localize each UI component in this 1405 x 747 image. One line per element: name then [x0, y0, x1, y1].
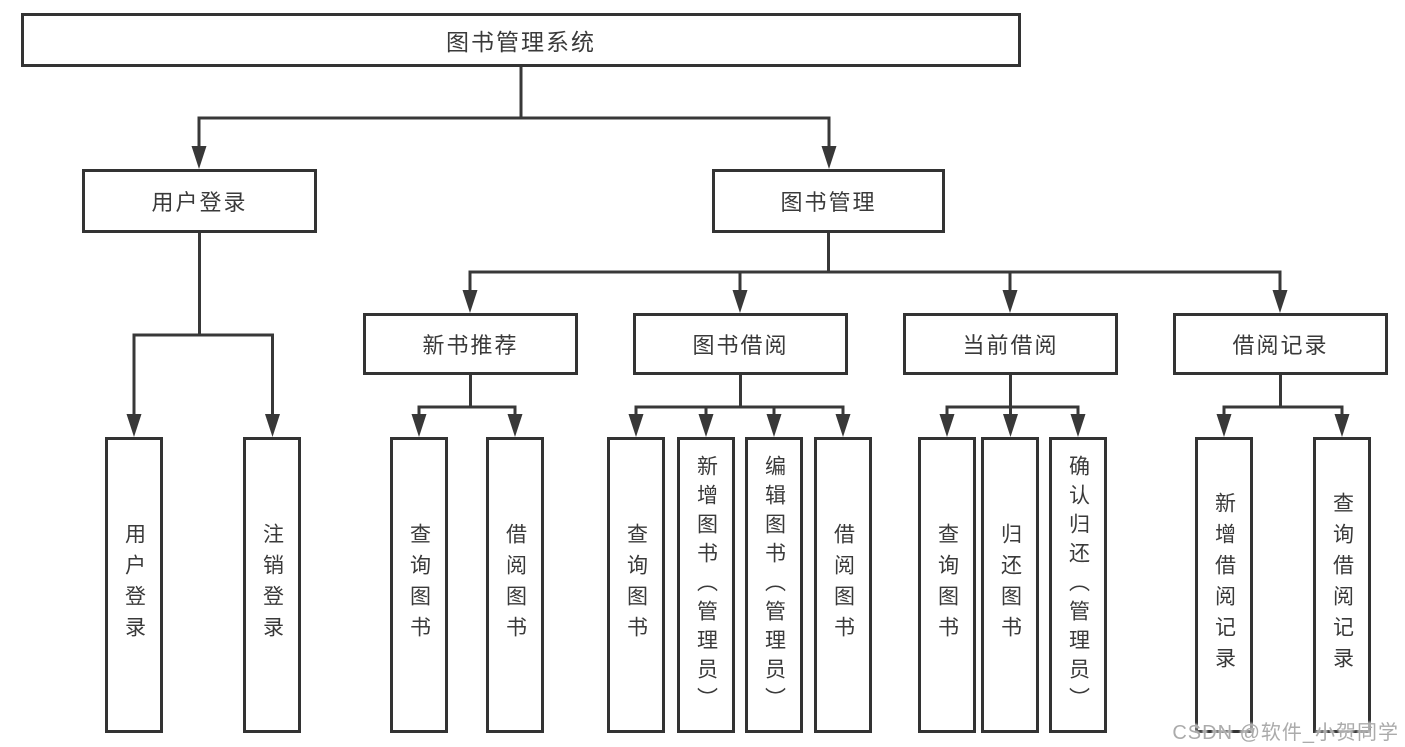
connector-borrow-to-leaves: [634, 375, 845, 417]
node-current-borrowing: 当前借阅: [903, 313, 1118, 375]
leaf-borrow-books: 借阅图书: [814, 437, 872, 733]
arrowheads-current-leaves: [939, 414, 1086, 437]
leaf-query-books-current: 查询图书: [918, 437, 976, 733]
connector-current-to-leaves: [945, 375, 1080, 417]
connector-newbook-to-leaves: [417, 375, 517, 417]
node-borrowing-records: 借阅记录: [1173, 313, 1388, 375]
leaf-add-borrow-record: 新增借阅记录: [1195, 437, 1253, 733]
node-label: 新书推荐: [422, 333, 519, 358]
node-label: 图书管理: [780, 190, 877, 215]
arrowheads-borrow-leaves: [628, 414, 851, 437]
leaf-query-books-recommend: 查询图书: [390, 437, 448, 733]
node-label: 查询借阅记录: [1330, 492, 1354, 678]
leaf-logout: 注销登录: [243, 437, 301, 733]
leaf-user-login: 用户登录: [105, 437, 163, 733]
node-label: 当前借阅: [962, 333, 1059, 358]
connector-userlogin-to-leaves: [132, 233, 274, 417]
node-label: 借阅图书: [503, 523, 527, 647]
node-label: 查询图书: [624, 523, 648, 647]
node-label: 用户登录: [151, 190, 248, 215]
leaf-query-books-borrow: 查询图书: [607, 437, 665, 733]
node-label: 借阅图书: [831, 523, 855, 647]
leaf-edit-book-admin: 编辑图书（管理员）: [745, 437, 803, 733]
arrowheads-level2: [191, 146, 837, 169]
leaf-borrow-books-recommend: 借阅图书: [486, 437, 544, 733]
leaf-query-borrow-record: 查询借阅记录: [1313, 437, 1371, 733]
node-label: 用户登录: [122, 523, 146, 647]
node-label: 新增图书（管理员）: [694, 454, 718, 716]
node-label: 新增借阅记录: [1212, 492, 1236, 678]
arrowheads-level3: [462, 290, 1288, 313]
node-label: 注销登录: [260, 523, 284, 647]
node-library-management-system: 图书管理系统: [21, 13, 1021, 67]
node-label: 借阅记录: [1232, 333, 1329, 358]
node-label: 图书管理系统: [446, 29, 596, 55]
connector-root-to-level2: [197, 67, 831, 150]
arrowheads-userlogin-leaves: [126, 414, 280, 437]
node-label: 确认归还（管理员）: [1066, 454, 1090, 716]
connector-bookmgmt-to-level3: [468, 233, 1282, 294]
node-label: 查询图书: [407, 523, 431, 647]
node-new-book-recommendation: 新书推荐: [363, 313, 578, 375]
node-label: 图书借阅: [692, 333, 789, 358]
leaf-add-book-admin: 新增图书（管理员）: [677, 437, 735, 733]
node-user-login: 用户登录: [82, 169, 317, 233]
node-label: 查询图书: [935, 523, 959, 647]
node-label: 编辑图书（管理员）: [762, 454, 786, 716]
csdn-watermark: CSDN @软件_小贺同学: [1172, 722, 1399, 744]
node-label: 归还图书: [998, 523, 1022, 647]
arrowheads-newbook-leaves: [411, 414, 523, 437]
node-book-borrowing: 图书借阅: [633, 313, 848, 375]
arrowheads-records-leaves: [1216, 414, 1350, 437]
leaf-confirm-return-admin: 确认归还（管理员）: [1049, 437, 1107, 733]
node-book-management: 图书管理: [712, 169, 945, 233]
leaf-return-books: 归还图书: [981, 437, 1039, 733]
connector-records-to-leaves: [1222, 375, 1344, 417]
